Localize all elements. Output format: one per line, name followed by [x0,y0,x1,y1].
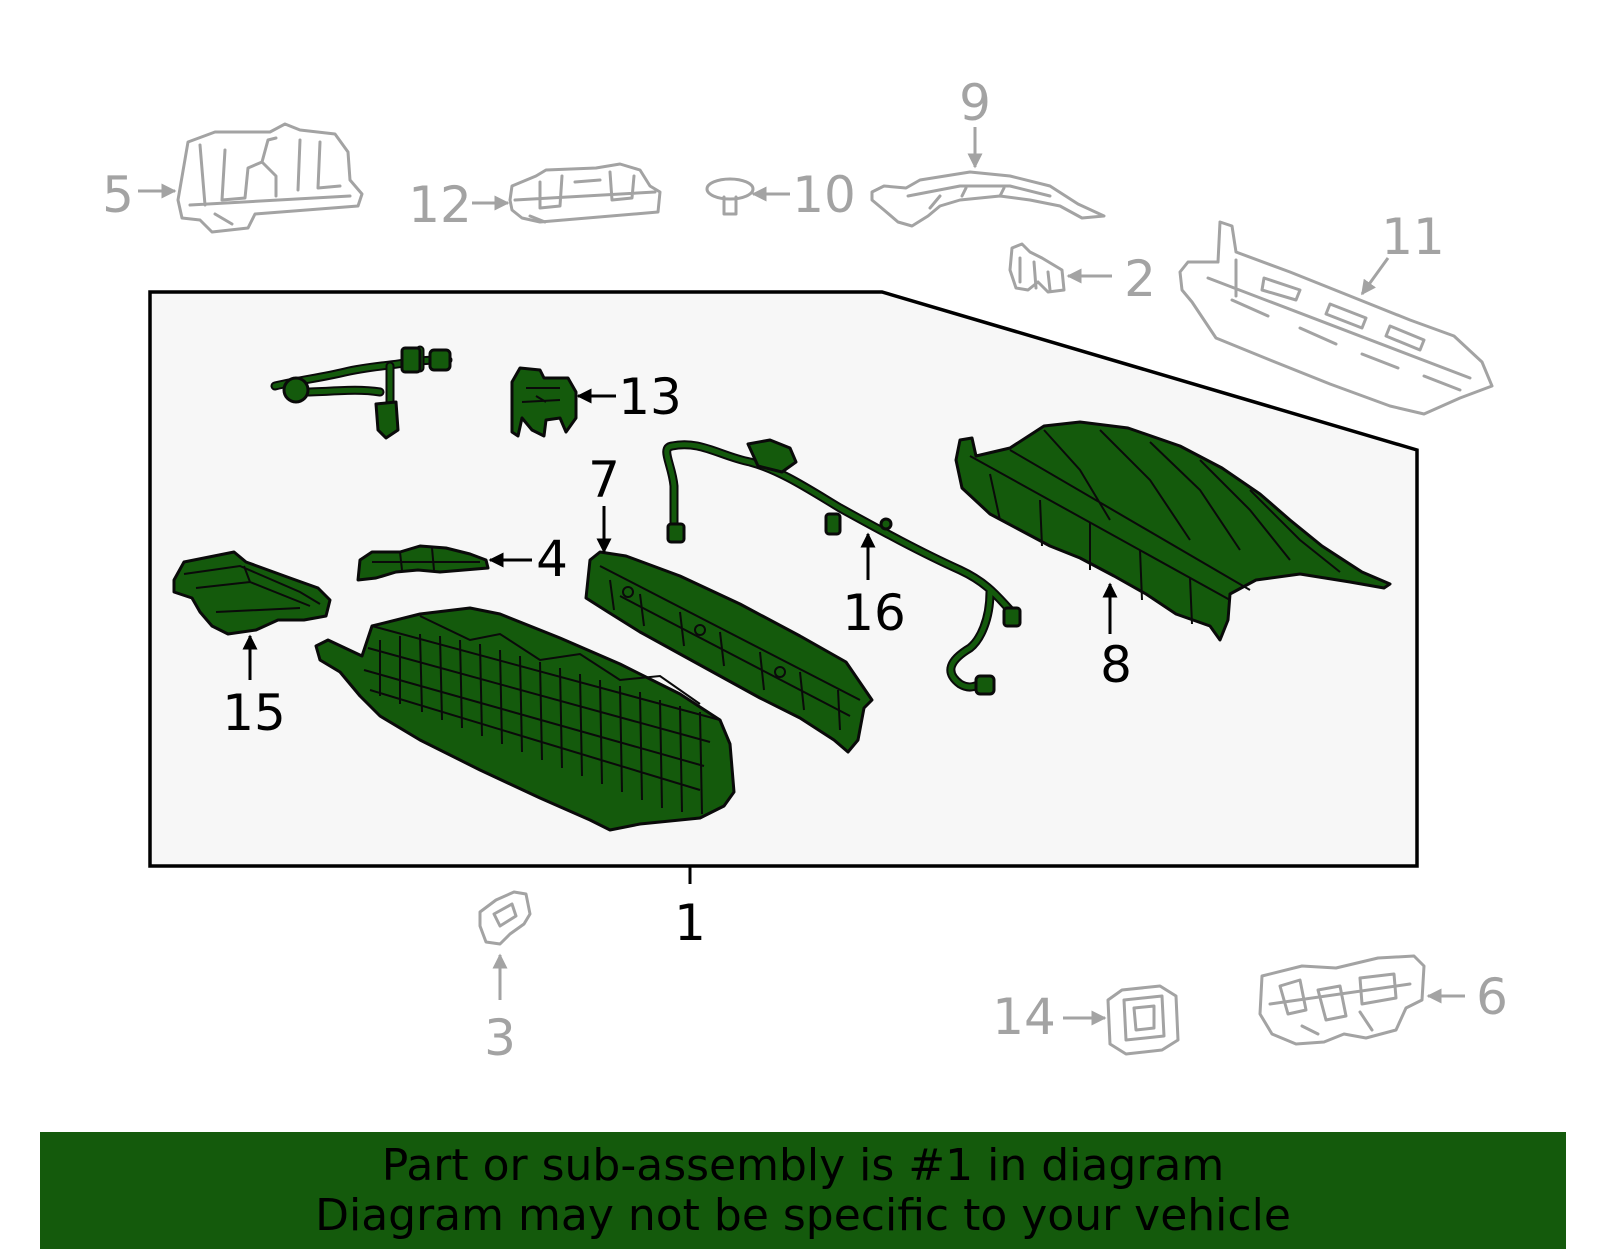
callout-number-10: 10 [792,166,856,224]
callout-number-15: 15 [222,684,286,742]
part-wire-harness-upper [270,345,453,440]
callout-number-3: 3 [484,1009,516,1067]
part-10-clip [705,177,755,216]
callout-number-2: 2 [1124,250,1156,308]
part-3-bracket [478,890,532,946]
banner-line-2: Diagram may not be specific to your vehi… [315,1189,1291,1241]
callout-number-11: 11 [1381,208,1445,266]
part-7-side-bracket [584,550,874,754]
part-16-wire-harness [662,438,1022,696]
callout-number-13: 13 [618,368,682,426]
part-6-bracket [1258,954,1426,1046]
callout-number-16: 16 [842,584,906,642]
callout-number-4: 4 [536,530,568,588]
part-15-duct [172,550,332,636]
part-5-bracket [176,122,364,234]
part-battery-module [314,606,736,832]
callout-number-9: 9 [959,74,991,132]
callout-number-7: 7 [588,451,620,509]
part-12-junction-box [508,162,662,224]
part-2-bracket [1008,242,1066,294]
info-banner: Part or sub-assembly is #1 in diagram Di… [40,1132,1566,1249]
callout-number-14: 14 [992,988,1056,1046]
part-14-grommet [1106,984,1180,1056]
part-11-tray [1178,220,1494,416]
banner-line-1: Part or sub-assembly is #1 in diagram [381,1139,1225,1191]
part-13-bracket [510,366,578,438]
part-9-duct [870,170,1106,228]
callout-number-5: 5 [102,166,134,224]
callout-number-12: 12 [408,176,472,234]
callout-leader-11 [1360,257,1390,296]
callout-number-6: 6 [1476,968,1508,1026]
callout-number-8: 8 [1100,636,1132,694]
callout-number-1: 1 [674,894,706,952]
part-8-battery-cover [954,420,1392,642]
part-4-bracket [356,544,490,582]
